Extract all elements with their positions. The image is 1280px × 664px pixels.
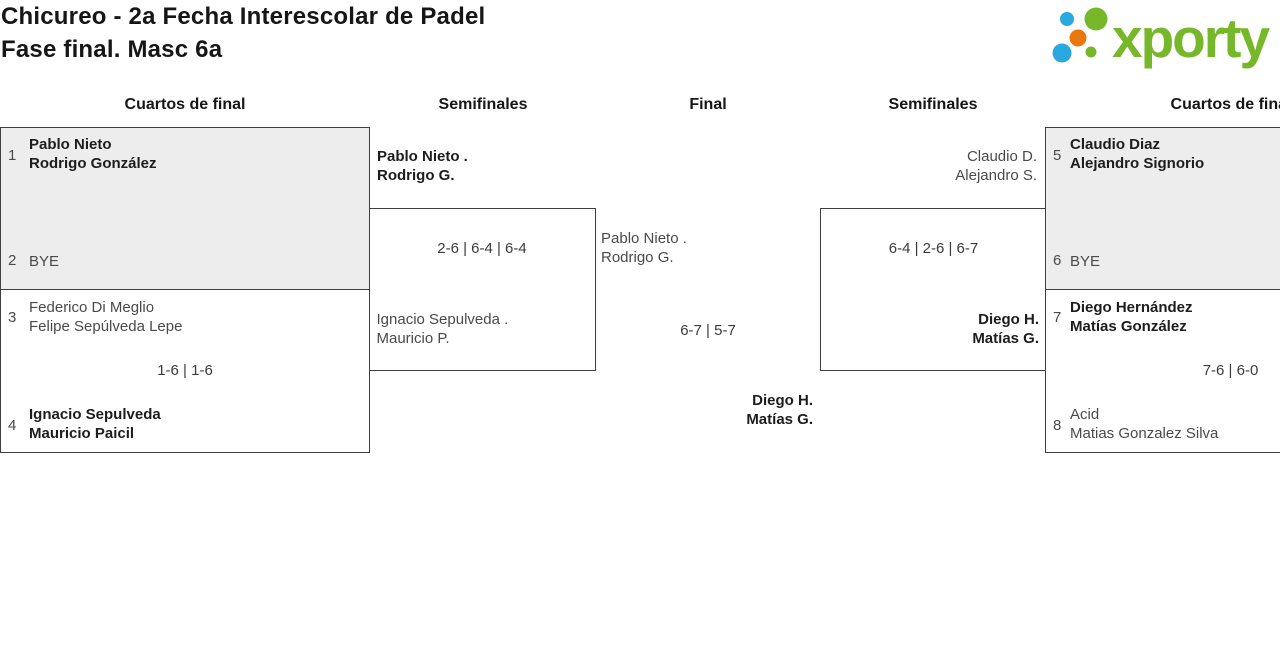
team-claudio-alejandro: Claudio Diaz Alejandro Signorio <box>1070 135 1204 173</box>
player-name-line: Claudio D. <box>966 148 1037 165</box>
player-name-line: Matías González <box>1070 317 1187 335</box>
seed-number: 2 <box>8 252 17 269</box>
round-header-sf-left: Semifinales <box>438 96 528 113</box>
xporty-wordmark: xporty <box>1112 7 1270 69</box>
player-name-line: Ignacio Sepulveda <box>29 405 161 423</box>
dots-cluster-icon <box>1052 7 1108 63</box>
match-score: 1-6 | 1-6 <box>157 361 213 379</box>
seed-number: 5 <box>1053 147 1062 164</box>
player-name-line: Matías G. <box>746 411 813 428</box>
round-header-qf-right: Cuartos de final <box>1170 96 1280 113</box>
seed-number: 1 <box>8 147 17 164</box>
seed-number: 3 <box>8 308 17 326</box>
team-bye: BYE <box>1070 252 1100 271</box>
player-name-line: Alejandro S. <box>955 167 1037 184</box>
team-acid-matias: Acid Matias Gonzalez Silva <box>1070 405 1218 443</box>
player-name-line: Mauricio Paicil <box>29 424 135 442</box>
player-name-line: Pablo Nieto . <box>601 230 687 247</box>
player-name-line: Felipe Sepúlveda Lepe <box>29 317 183 335</box>
page-title: Chicureo - 2a Fecha Interescolar de Pade… <box>1 0 485 66</box>
player-name-line: Pablo Nieto . <box>377 148 468 165</box>
player-name-line: Claudio Diaz <box>1070 136 1161 153</box>
team-ignacio-mauricio-sf: Ignacio Sepulveda . Mauricio P. <box>377 310 509 348</box>
player-name-line: Diego H. <box>752 392 813 409</box>
match-box-sf2[interactable]: 6-4 | 2-6 | 6-7 Diego H. Matías G. <box>820 208 1047 371</box>
round-header-sf-right: Semifinales <box>888 96 978 113</box>
player-name-line: Alejandro Signorio <box>1070 155 1205 172</box>
seed-number: 8 <box>1053 416 1062 434</box>
player-name-line: BYE <box>29 253 60 270</box>
round-header-final: Final <box>689 96 727 113</box>
match-score: 6-4 | 2-6 | 6-7 <box>888 240 979 257</box>
match-score: 2-6 | 6-4 | 6-4 <box>437 240 527 257</box>
match-box-sf1[interactable]: 2-6 | 6-4 | 6-4 Ignacio Sepulveda . Maur… <box>368 208 596 371</box>
team-federico-felipe: Federico Di Meglio Felipe Sepúlveda Lepe <box>29 298 182 336</box>
player-name-line: Rodrigo G. <box>377 167 455 184</box>
xporty-logo: xporty <box>1048 3 1270 73</box>
team-claudio-alejandro-sf: Claudio D. Alejandro S. <box>820 147 1037 185</box>
team-pablo-rodrigo: Pablo Nieto Rodrigo González <box>29 135 157 173</box>
player-name-line: Diego Hernández <box>1070 298 1193 316</box>
round-header-qf-left: Cuartos de final <box>124 96 246 113</box>
player-name-line: BYE <box>1070 253 1101 270</box>
team-final-top: Pablo Nieto . Rodrigo G. <box>601 229 687 267</box>
match-box-qf1[interactable]: 1 Pablo Nieto Rodrigo González 2 BYE <box>0 127 370 290</box>
player-name-line: Diego H. <box>978 311 1039 328</box>
player-name-line: Federico Di Meglio <box>29 298 155 316</box>
phase-name: Fase final. Masc 6a <box>1 36 223 63</box>
player-name-line: Rodrigo González <box>29 155 157 172</box>
team-pablo-rodrigo-sf: Pablo Nieto . Rodrigo G. <box>377 147 468 185</box>
seed-number: 6 <box>1053 252 1062 269</box>
final-score: 6-7 | 5-7 <box>680 322 736 339</box>
match-score: 7-6 | 6-0 <box>1202 361 1259 379</box>
seed-number: 4 <box>8 416 17 434</box>
player-name-line: Ignacio Sepulveda . <box>376 311 509 328</box>
team-diego-matias-sf: Diego H. Matías G. <box>828 310 1039 348</box>
player-name-line: Acid <box>1070 405 1100 423</box>
player-name-line: Mauricio P. <box>376 330 450 347</box>
team-final-winner: Diego H. Matías G. <box>595 391 813 429</box>
player-name-line: Pablo Nieto <box>29 136 112 153</box>
player-name-line: Rodrigo G. <box>601 249 674 266</box>
team-bye: BYE <box>29 252 59 271</box>
tournament-name: Chicureo - 2a Fecha Interescolar de Pade… <box>1 3 486 30</box>
match-box-qf3[interactable]: 5 Claudio Diaz Alejandro Signorio 6 BYE <box>1045 127 1280 290</box>
team-ignacio-mauricio: Ignacio Sepulveda Mauricio Paicil <box>29 405 161 443</box>
team-diego-matias: Diego Hernández Matías González <box>1070 298 1193 336</box>
player-name-line: Matías G. <box>972 330 1039 347</box>
seed-number: 7 <box>1053 308 1062 326</box>
match-box-qf2[interactable]: 3 Federico Di Meglio Felipe Sepúlveda Le… <box>0 288 370 453</box>
match-box-qf4[interactable]: 7 Diego Hernández Matías González 7-6 | … <box>1045 288 1280 453</box>
player-name-line: Matias Gonzalez Silva <box>1070 424 1219 442</box>
